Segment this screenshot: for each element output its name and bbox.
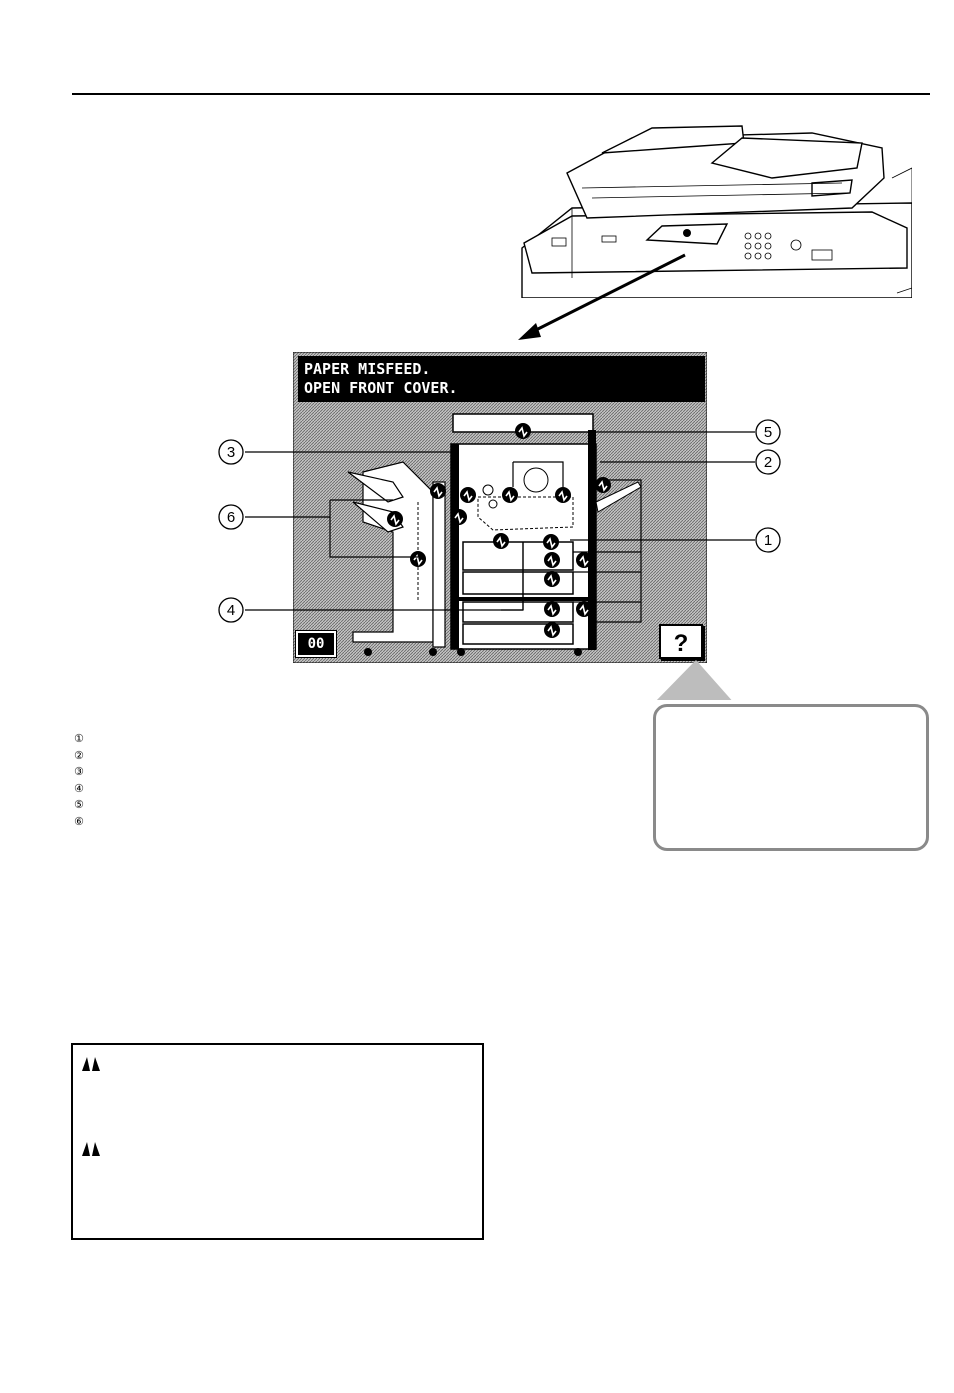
legend-item: ⑥ xyxy=(74,815,84,828)
pointer-arrow xyxy=(518,253,686,340)
legend-item: ③ xyxy=(74,766,84,778)
help-button[interactable]: ? xyxy=(659,624,703,659)
callout-5: 5 xyxy=(764,424,772,441)
message-line-2: OPEN FRONT COVER. xyxy=(304,379,458,397)
legend-item: ① xyxy=(74,733,84,745)
warning-caution-icon xyxy=(82,1142,100,1156)
callout-3: 3 xyxy=(227,444,235,461)
legend-list: ① ② ③ ④ ⑤ ⑥ xyxy=(74,731,84,830)
callout-2: 2 xyxy=(764,454,772,471)
copy-counter: 00 xyxy=(295,630,337,658)
touch-panel-screen xyxy=(293,352,707,663)
callout-1: 1 xyxy=(764,532,772,549)
warning-caution-icon xyxy=(82,1057,100,1071)
callout-leaders: 3 6 4 5 2 1 xyxy=(218,419,781,700)
header-rule xyxy=(72,93,930,95)
copier-illustration xyxy=(521,125,912,298)
callout-6: 6 xyxy=(227,509,235,526)
legend-item: ④ xyxy=(74,782,84,795)
misfeed-message: PAPER MISFEED. OPEN FRONT COVER. xyxy=(298,356,705,402)
callout-4: 4 xyxy=(227,602,235,619)
legend-item: ② xyxy=(74,749,84,762)
legend-item: ⑤ xyxy=(74,799,84,811)
caution-box xyxy=(71,1043,484,1240)
help-callout-box xyxy=(653,704,929,851)
message-line-1: PAPER MISFEED. xyxy=(304,360,431,378)
